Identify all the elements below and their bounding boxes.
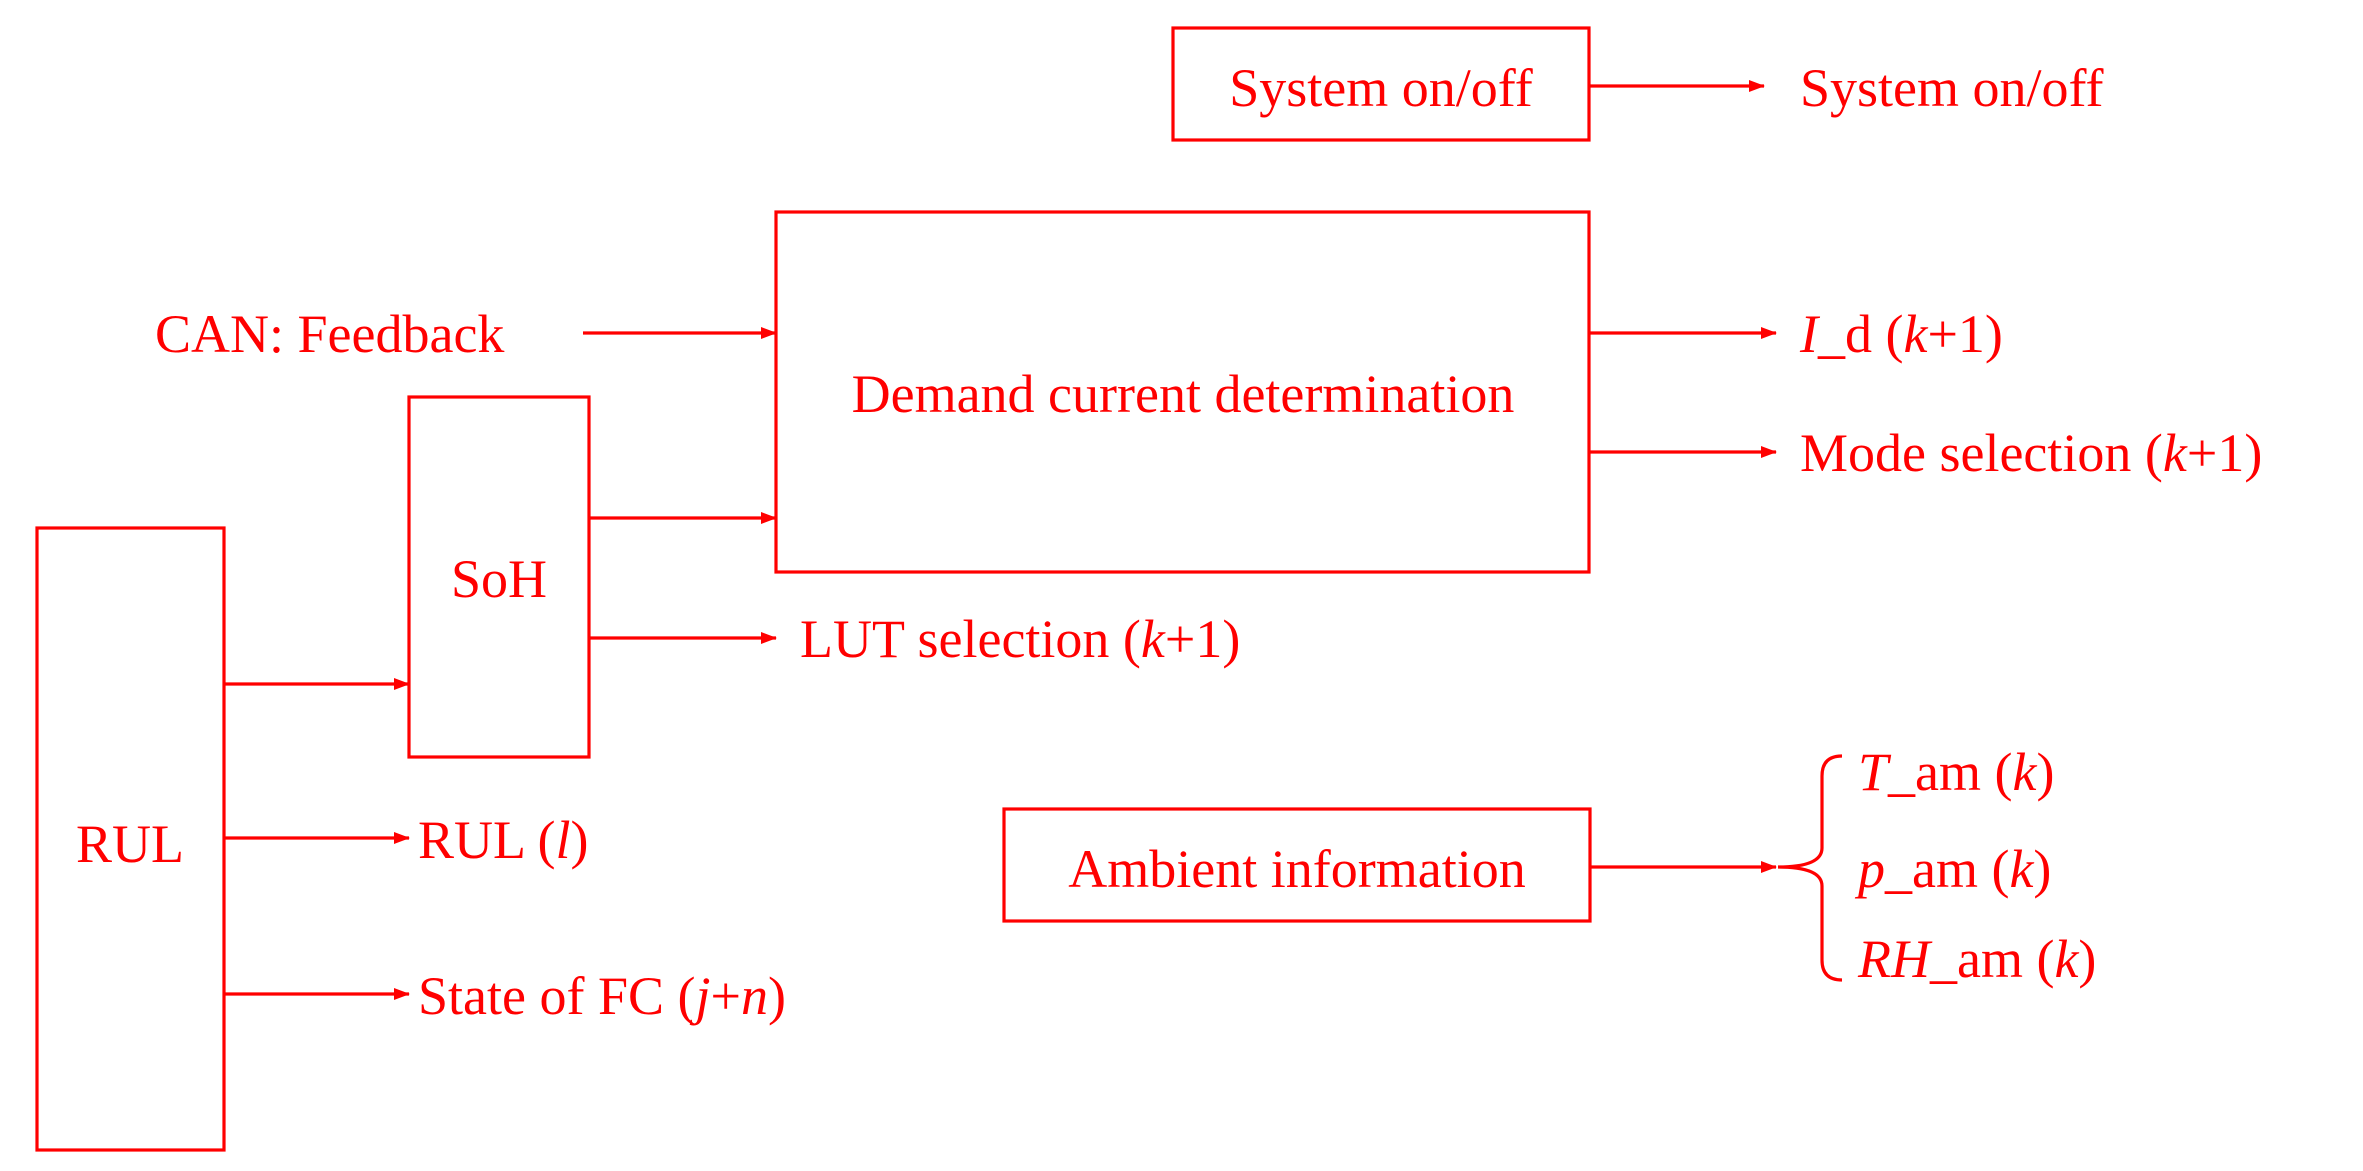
soh-block: [407, 395, 591, 759]
rul-block: [35, 526, 226, 1152]
system-on-off-block: [1171, 26, 1591, 142]
ambient-block: [1002, 807, 1592, 923]
demand-current-block: [774, 210, 1591, 574]
ambient-brace: [1777, 754, 1843, 982]
